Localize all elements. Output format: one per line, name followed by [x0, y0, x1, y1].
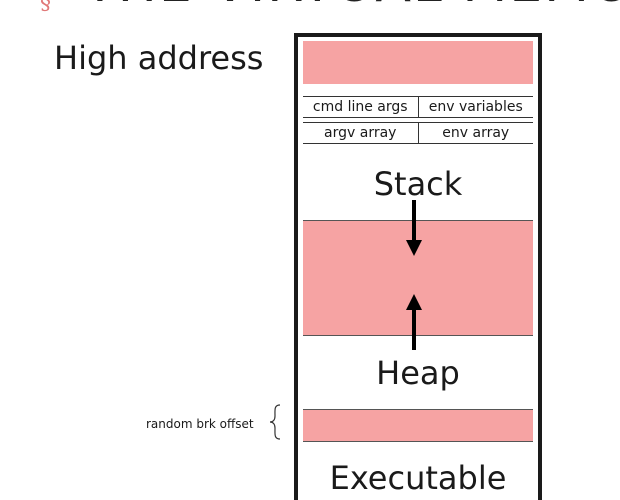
- memory-layout-column: cmd line args env variables argv array e…: [294, 33, 542, 500]
- brk-offset-label: random brk offset: [146, 417, 254, 431]
- high-address-label: High address: [54, 39, 264, 77]
- env-array-cell: env array: [417, 123, 534, 143]
- heap-grows-up-arrow-icon: [406, 294, 422, 350]
- unmapped-gap-segment: [303, 220, 533, 336]
- brk-offset-segment: [303, 409, 533, 442]
- stack-grows-down-arrow-icon: [406, 200, 422, 256]
- title-bullet-mark: §: [40, 0, 51, 15]
- argv-array-cell: argv array: [324, 125, 397, 141]
- args-row-strings: cmd line args env variables: [303, 96, 533, 118]
- executable-segment-label: Executable: [329, 459, 507, 497]
- stack-segment-label: Stack: [373, 165, 463, 203]
- args-row-arrays: argv array env array: [303, 122, 533, 144]
- heap-segment-label: Heap: [376, 354, 460, 392]
- slide-title: THE VIRTUAL MEMORY: [84, 0, 620, 14]
- top-reserved-segment: [303, 41, 533, 84]
- cmd-line-args-cell: cmd line args: [312, 99, 408, 115]
- env-variables-cell: env variables: [417, 97, 534, 117]
- curly-brace-icon: [269, 404, 281, 440]
